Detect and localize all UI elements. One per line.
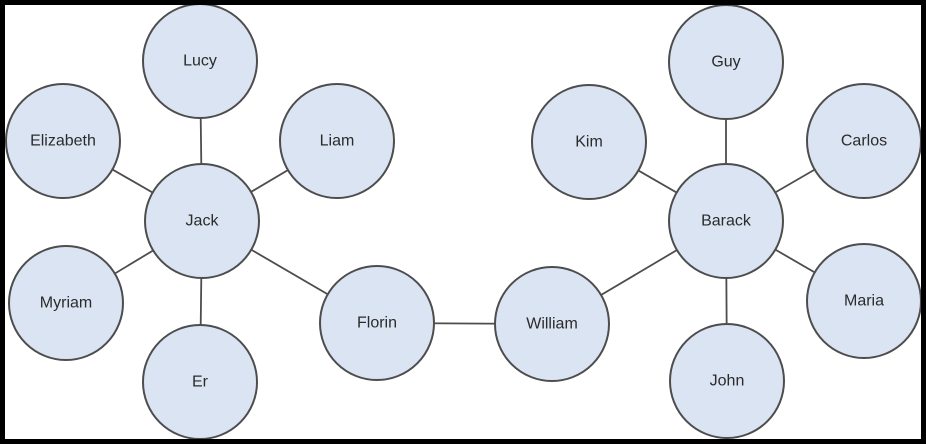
node-label-myriam: Myriam [40, 295, 92, 312]
node-label-elizabeth: Elizabeth [30, 133, 96, 150]
node-circle-liam [279, 83, 395, 199]
node-john: John [669, 323, 785, 439]
node-myriam: Myriam [8, 245, 124, 361]
node-label-jack: Jack [186, 213, 220, 230]
node-circle-john [669, 323, 785, 439]
node-label-barack: Barack [701, 213, 752, 230]
node-label-guy: Guy [711, 54, 740, 71]
node-label-er: Er [192, 374, 209, 391]
node-circle-jack [144, 163, 260, 279]
node-lucy: Lucy [142, 3, 258, 119]
node-label-carlos: Carlos [841, 133, 887, 150]
node-label-maria: Maria [844, 293, 884, 310]
node-maria: Maria [806, 243, 922, 359]
node-carlos: Carlos [806, 83, 922, 199]
node-kim: Kim [531, 84, 647, 200]
node-circle-william [494, 266, 610, 382]
node-jack: Jack [144, 163, 260, 279]
node-circle-elizabeth [5, 83, 121, 199]
node-liam: Liam [279, 83, 395, 199]
node-label-florin: Florin [357, 315, 397, 332]
node-label-liam: Liam [320, 133, 355, 150]
node-label-william: William [526, 316, 578, 333]
node-circle-kim [531, 84, 647, 200]
node-er: Er [142, 324, 258, 440]
node-label-kim: Kim [575, 134, 603, 151]
node-circle-florin [319, 265, 435, 381]
node-florin: Florin [319, 265, 435, 381]
node-label-lucy: Lucy [183, 53, 217, 70]
node-guy: Guy [668, 4, 784, 120]
node-elizabeth: Elizabeth [5, 83, 121, 199]
node-circle-myriam [8, 245, 124, 361]
node-barack: Barack [668, 163, 784, 279]
node-label-john: John [710, 373, 745, 390]
node-william: William [494, 266, 610, 382]
node-circle-barack [668, 163, 784, 279]
